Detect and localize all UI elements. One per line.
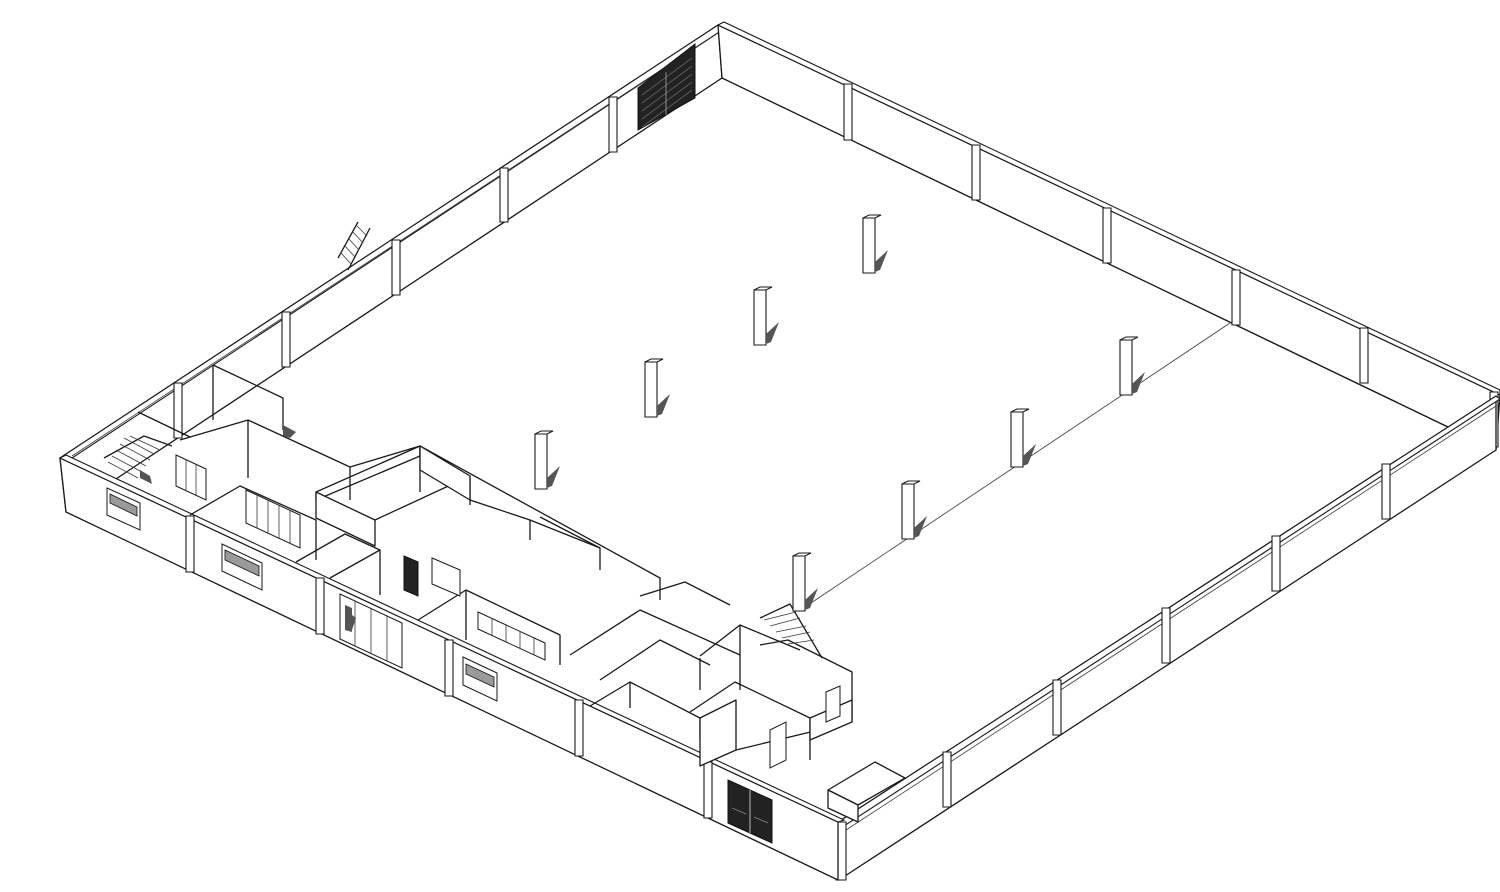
- column: [901, 480, 927, 540]
- dark-double-door: [727, 779, 773, 844]
- internal-stair-east: [759, 603, 823, 659]
- wall-piers-north-west: [173, 96, 618, 439]
- corner-shadows: [283, 425, 356, 630]
- office-internal-glazing: [175, 454, 841, 769]
- columns: [534, 214, 1145, 612]
- column: [644, 358, 670, 418]
- column: [1119, 336, 1145, 396]
- column: [534, 430, 560, 490]
- wall-piers-south-west: [185, 515, 713, 819]
- column: [1010, 408, 1036, 468]
- glazed-entry-doors: [339, 593, 403, 669]
- external-ladder: [337, 221, 371, 271]
- equipment-plinth: [827, 761, 906, 823]
- column: [753, 286, 779, 346]
- office-room-boxes: [315, 445, 853, 767]
- column: [792, 552, 818, 612]
- roller-door-north: [637, 42, 696, 131]
- internal-stair-west: [103, 435, 173, 484]
- column: [862, 214, 888, 274]
- windows-south-west: [106, 487, 498, 702]
